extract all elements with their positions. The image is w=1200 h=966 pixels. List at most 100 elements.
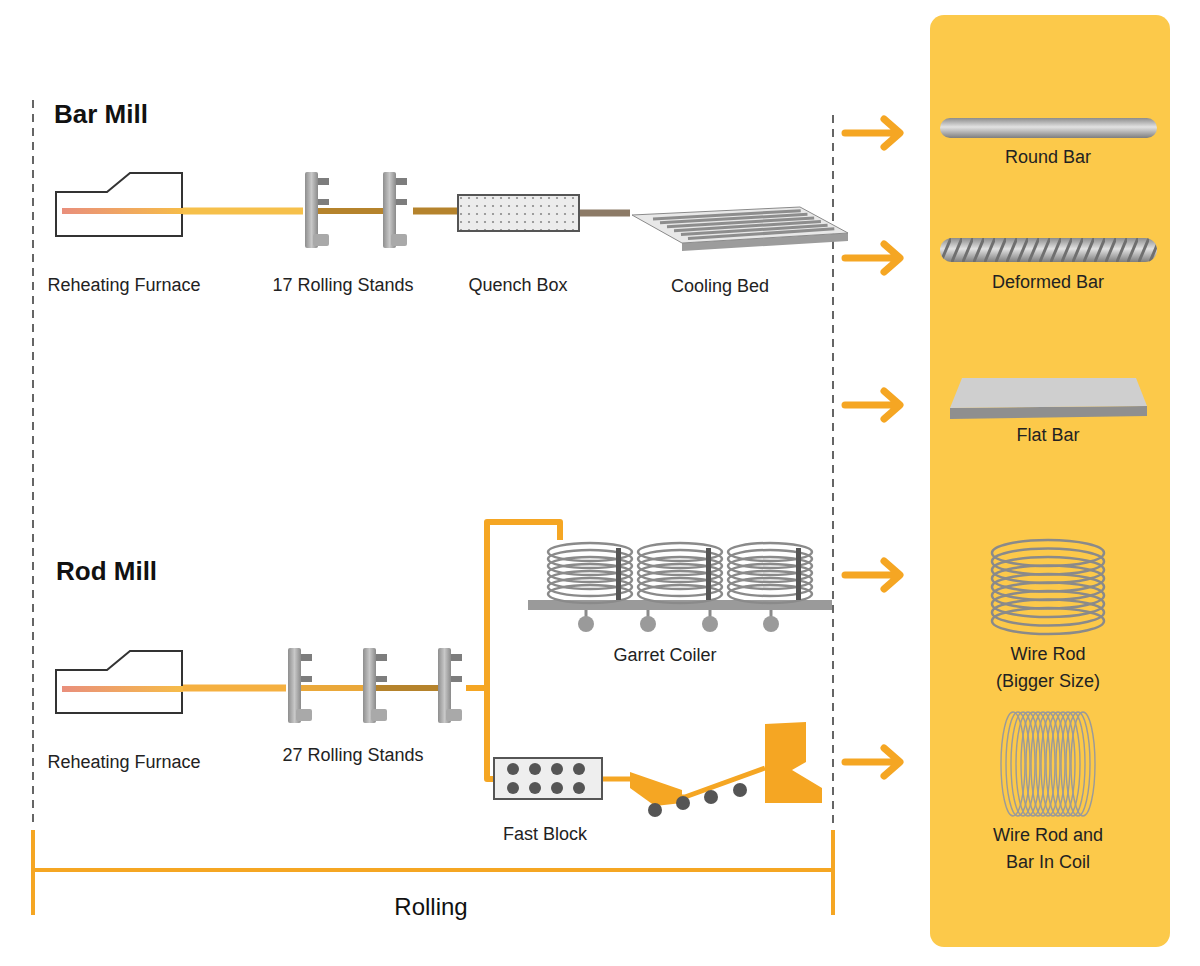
hot-bar	[62, 686, 183, 692]
coiler-wheel	[763, 616, 779, 632]
hot-bar-connector	[413, 208, 457, 215]
section-label: Rod Mill	[56, 556, 157, 587]
stand-roll	[301, 676, 312, 682]
conveyor-roller	[733, 783, 747, 797]
rolling-stands-shape	[286, 648, 466, 723]
roll	[551, 782, 563, 794]
output-arrow	[845, 244, 900, 272]
equipment-label: Wire Rod (Bigger Size)	[983, 641, 1113, 695]
quench-box-node: Quench Box	[457, 194, 580, 232]
roll	[529, 763, 541, 775]
fast-block-shape	[493, 757, 603, 800]
equipment-label: Cooling Bed	[671, 275, 769, 297]
cooling-bed-drawing	[632, 207, 848, 251]
coil-loop	[1066, 712, 1090, 816]
coil-post	[706, 548, 711, 600]
steel-bar	[301, 685, 363, 691]
garret-coiler-node: Garret Coiler	[528, 540, 832, 634]
hot-bar-connector	[183, 208, 303, 215]
furnace-shape	[55, 650, 183, 714]
roll	[507, 763, 519, 775]
product-shape	[988, 538, 1108, 634]
bar-ribs	[940, 238, 1157, 262]
furnace-body	[56, 651, 182, 713]
rolling-stands-node: 27 Rolling Stands	[286, 648, 466, 723]
conveyor-roller	[676, 796, 690, 810]
furnace-node: Reheating Furnace	[55, 650, 183, 714]
output-arrow	[845, 748, 900, 776]
rolling-stands-drawing	[305, 172, 407, 248]
deformed-bar	[940, 238, 1157, 262]
rod-path	[603, 768, 765, 797]
equipment-label: Round Bar	[1005, 146, 1091, 168]
furnace-body	[56, 173, 182, 236]
coil-loop	[1071, 712, 1095, 816]
coil-loop	[992, 608, 1104, 634]
rolling-stands-node: 17 Rolling Stands	[303, 172, 413, 248]
roll	[573, 763, 585, 775]
stand-roll	[376, 654, 387, 661]
hot-bar-connector	[183, 685, 286, 692]
laying-head	[765, 722, 822, 803]
product-panel	[930, 15, 1170, 947]
equipment-label: Reheating Furnace	[47, 274, 200, 296]
cooling-bed-node: Cooling Bed	[630, 205, 850, 253]
roll	[507, 782, 519, 794]
product-node: Round Bar	[940, 118, 1157, 138]
product-shape	[948, 377, 1148, 419]
boundary-line	[832, 115, 834, 826]
boundary-line	[32, 100, 34, 826]
garret-coiler-shape	[528, 540, 832, 634]
garret-coiler-drawing	[528, 543, 832, 632]
equipment-label: Flat Bar	[1016, 424, 1079, 446]
roll	[551, 763, 563, 775]
fast-block-drawing	[494, 758, 602, 799]
stand-base	[391, 234, 407, 246]
steel-bar	[376, 685, 438, 691]
product-node: Wire Rod and Bar In Coil	[1000, 710, 1095, 818]
stand-base	[446, 709, 462, 721]
roll	[573, 782, 585, 794]
hot-bar	[62, 208, 183, 214]
quench-box-drawing	[458, 195, 579, 231]
equipment-label: 27 Rolling Stands	[282, 744, 423, 766]
coiler-wheel	[640, 616, 656, 632]
pinch-roll	[630, 772, 682, 806]
product-shape	[940, 118, 1157, 138]
quench-box-shape	[457, 194, 580, 232]
conveyor-roller	[704, 790, 718, 804]
furnace-shape	[55, 172, 183, 237]
fast-block-body	[494, 758, 602, 799]
product-node: Flat Bar	[948, 377, 1148, 419]
furnace-drawing	[56, 651, 183, 713]
hot-bar-connector	[580, 210, 630, 217]
stand-base	[313, 234, 329, 246]
equipment-label: 17 Rolling Stands	[272, 274, 413, 296]
bed-slot	[688, 229, 834, 239]
coil-post	[616, 548, 621, 600]
coil-loop	[1056, 712, 1080, 816]
flat-bar-side	[950, 406, 1147, 419]
hot-bar-connector	[466, 688, 493, 779]
product-shape	[1000, 710, 1095, 818]
equipment-label: Wire Rod and Bar In Coil	[983, 822, 1113, 876]
output-arrow	[845, 391, 900, 419]
stand-roll	[451, 676, 462, 682]
steel-bar	[318, 208, 383, 214]
coiler-wheel	[578, 616, 594, 632]
product-drawing	[950, 378, 1147, 419]
output-arrows	[845, 119, 900, 776]
product-node: Wire Rod (Bigger Size)	[988, 538, 1108, 634]
flat-bar-top	[950, 378, 1147, 408]
section-label: Bar Mill	[54, 99, 148, 130]
roll	[529, 782, 541, 794]
cooling-bed-shape	[630, 205, 850, 253]
bed-top	[632, 207, 848, 243]
furnace-node: Reheating Furnace	[55, 172, 183, 237]
product-drawing	[940, 118, 1157, 138]
rolling-stands-shape	[303, 172, 413, 248]
stand-roll	[376, 676, 387, 682]
